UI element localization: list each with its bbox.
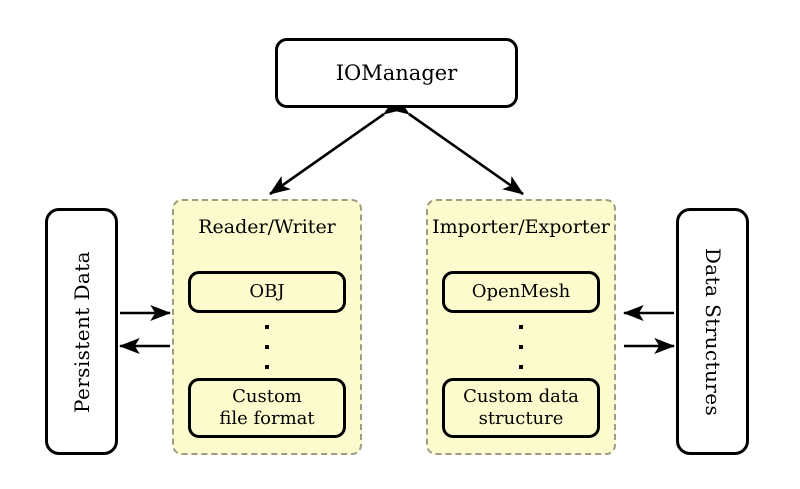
importer-exporter-openmesh-box[interactable]: OpenMesh [442,271,600,313]
reader-writer-ellipsis-icon [174,325,360,369]
data-structures-label: Data Structures [700,247,725,416]
arrow-manager-importer [388,96,524,196]
custom-structure-line-2: structure [478,408,564,429]
reader-writer-custom-format-label: Custom file format [219,386,314,430]
importer-exporter-panel-title: Importer/Exporter [432,216,610,238]
importer-exporter-panel[interactable]: Importer/Exporter OpenMesh Custom data s… [426,199,616,455]
persistent-data-label: Persistent Data [69,250,94,413]
reader-writer-panel-title: Reader/Writer [198,216,336,238]
data-structures-node[interactable]: Data Structures [676,208,749,455]
reader-writer-obj-label: OBJ [249,281,285,303]
reader-writer-obj-box[interactable]: OBJ [188,271,346,313]
importer-exporter-ellipsis-icon [428,325,614,369]
reader-writer-custom-format-box[interactable]: Custom file format [188,378,346,438]
iomanager-node[interactable]: IOManager [275,38,518,108]
custom-structure-line-1: Custom data [463,386,579,408]
custom-format-line-1: Custom [232,386,302,408]
arrow-manager-readerwriter [269,96,405,196]
importer-exporter-openmesh-label: OpenMesh [471,281,571,303]
importer-exporter-custom-structure-box[interactable]: Custom data structure [442,378,600,438]
importer-exporter-custom-structure-label: Custom data structure [463,386,579,430]
iomanager-label: IOManager [335,60,458,85]
custom-format-line-2: file format [219,408,315,429]
reader-writer-panel[interactable]: Reader/Writer OBJ Custom file format [172,199,362,455]
persistent-data-node[interactable]: Persistent Data [45,208,118,455]
